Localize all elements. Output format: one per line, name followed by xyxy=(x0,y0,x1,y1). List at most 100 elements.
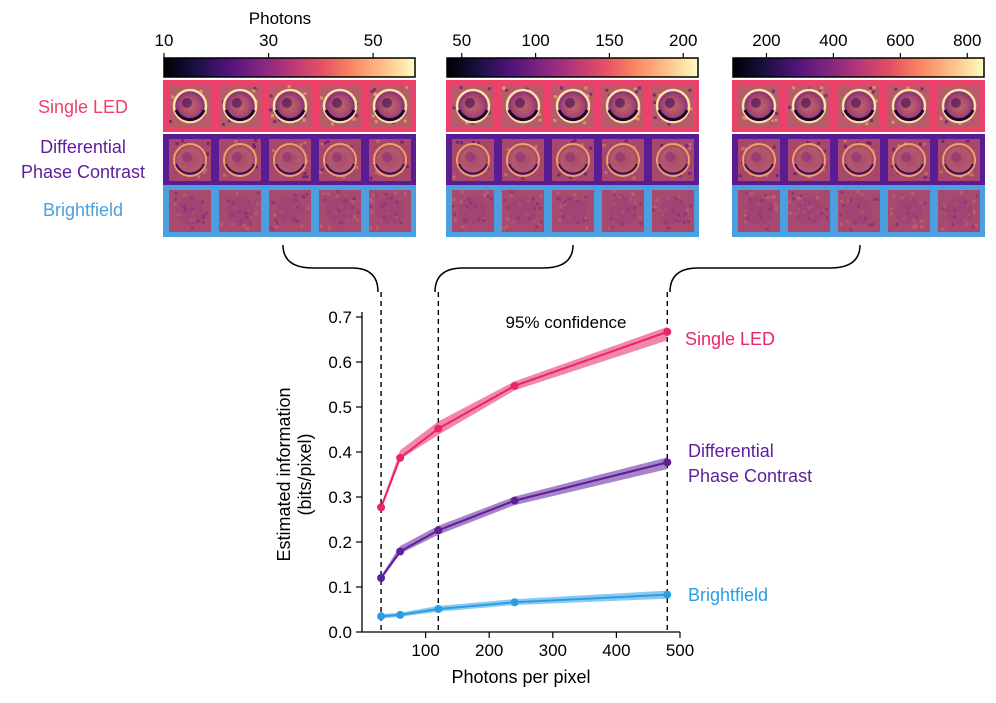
tile-noise xyxy=(823,149,827,153)
tile-noise xyxy=(199,89,203,93)
tile-noise xyxy=(299,142,303,146)
tile-noise xyxy=(463,220,467,224)
cell-image-tile xyxy=(938,139,980,181)
tile-noise xyxy=(924,172,928,176)
tile-noise xyxy=(292,217,296,221)
tile-noise xyxy=(568,175,572,179)
tile-noise xyxy=(568,197,572,201)
cell-edge-dark xyxy=(557,109,589,122)
tile-noise xyxy=(395,213,399,217)
tile-noise xyxy=(369,205,373,209)
confidence-band xyxy=(381,457,668,580)
tile-noise xyxy=(487,87,491,91)
tile-noise xyxy=(523,214,527,218)
tile-noise xyxy=(556,196,560,200)
tile-noise xyxy=(584,195,588,199)
tile-noise xyxy=(248,221,252,225)
cell-image-tile xyxy=(552,139,594,181)
tile-noise xyxy=(574,196,578,200)
cell-edge-dark xyxy=(793,109,825,122)
tile-noise xyxy=(618,195,622,199)
cell-edge-dark xyxy=(224,109,256,122)
cell-shadow xyxy=(276,197,304,225)
confidence-band xyxy=(381,326,668,510)
tile-noise xyxy=(958,122,962,126)
tile-noise xyxy=(557,173,561,177)
cell-nucleus xyxy=(851,98,861,108)
cell-shadow xyxy=(509,197,537,225)
tile-noise xyxy=(773,195,777,199)
cell-shadow xyxy=(176,197,204,225)
tile-noise xyxy=(270,114,274,118)
colorbar-tick-label: 100 xyxy=(521,31,549,50)
cell-nucleus xyxy=(665,98,675,108)
tile-noise xyxy=(339,205,343,209)
tile-noise xyxy=(373,88,377,92)
tile-noise xyxy=(384,193,388,197)
tile-noise xyxy=(966,139,970,143)
tile-noise xyxy=(503,198,507,202)
tile-noise xyxy=(452,204,456,208)
tile-noise xyxy=(352,196,356,200)
cell-edge-dark xyxy=(457,109,489,122)
tile-noise xyxy=(328,226,332,230)
tile-noise xyxy=(276,221,280,225)
tile-noise xyxy=(169,119,173,123)
tile-noise xyxy=(190,207,194,211)
cell-edge-dark xyxy=(507,109,539,122)
tile-noise xyxy=(892,194,896,198)
tile-noise xyxy=(183,193,187,197)
tile-noise xyxy=(252,89,256,93)
tile-noise xyxy=(897,144,901,148)
tile-noise xyxy=(234,139,238,143)
row-label-single-led: Single LED xyxy=(38,97,128,117)
tile-noise xyxy=(477,141,481,145)
tile-noise xyxy=(233,206,237,210)
x-tick-label: 100 xyxy=(411,641,439,660)
cell-nucleus xyxy=(751,152,761,162)
tile-noise xyxy=(589,146,593,150)
tile-noise xyxy=(221,122,225,126)
tile-noise xyxy=(539,194,543,198)
cell-image-tile xyxy=(788,190,830,232)
tile-noise xyxy=(528,216,532,220)
tile-noise xyxy=(667,226,671,230)
tile-noise xyxy=(612,190,616,194)
tile-noise xyxy=(746,217,750,221)
tile-noise xyxy=(201,216,205,220)
tile-noise xyxy=(244,211,248,215)
row-label-brightfield: Brightfield xyxy=(43,200,123,220)
tile-noise xyxy=(226,199,230,203)
tile-noise xyxy=(400,140,404,144)
tile-noise xyxy=(575,200,579,204)
tile-noise xyxy=(559,212,563,216)
tile-noise xyxy=(684,212,688,216)
tile-noise xyxy=(516,216,520,220)
tile-noise xyxy=(459,86,463,90)
tile-noise xyxy=(473,204,477,208)
panel-brace xyxy=(282,244,379,293)
tile-noise xyxy=(951,222,955,226)
y-tick-label: 0.1 xyxy=(328,578,352,597)
cell-image-tile xyxy=(838,139,880,181)
tile-noise xyxy=(861,210,865,214)
tile-noise xyxy=(455,140,459,144)
tile-noise xyxy=(846,220,850,224)
tile-noise xyxy=(320,168,324,172)
tile-noise xyxy=(300,194,304,198)
cell-shadow xyxy=(326,197,354,225)
panel-brace xyxy=(434,244,574,293)
tile-noise xyxy=(356,210,360,214)
tile-noise xyxy=(689,204,693,208)
tile-noise xyxy=(393,191,397,195)
cell-shadow xyxy=(945,197,973,225)
tile-noise xyxy=(171,95,175,99)
tile-noise xyxy=(346,211,350,215)
tile-noise xyxy=(538,118,542,122)
cell-nucleus xyxy=(332,98,342,108)
image-row-single_led-panel-1 xyxy=(163,80,416,132)
tile-noise xyxy=(174,192,178,196)
y-tick-label: 0.4 xyxy=(328,443,352,462)
tile-noise xyxy=(792,197,796,201)
